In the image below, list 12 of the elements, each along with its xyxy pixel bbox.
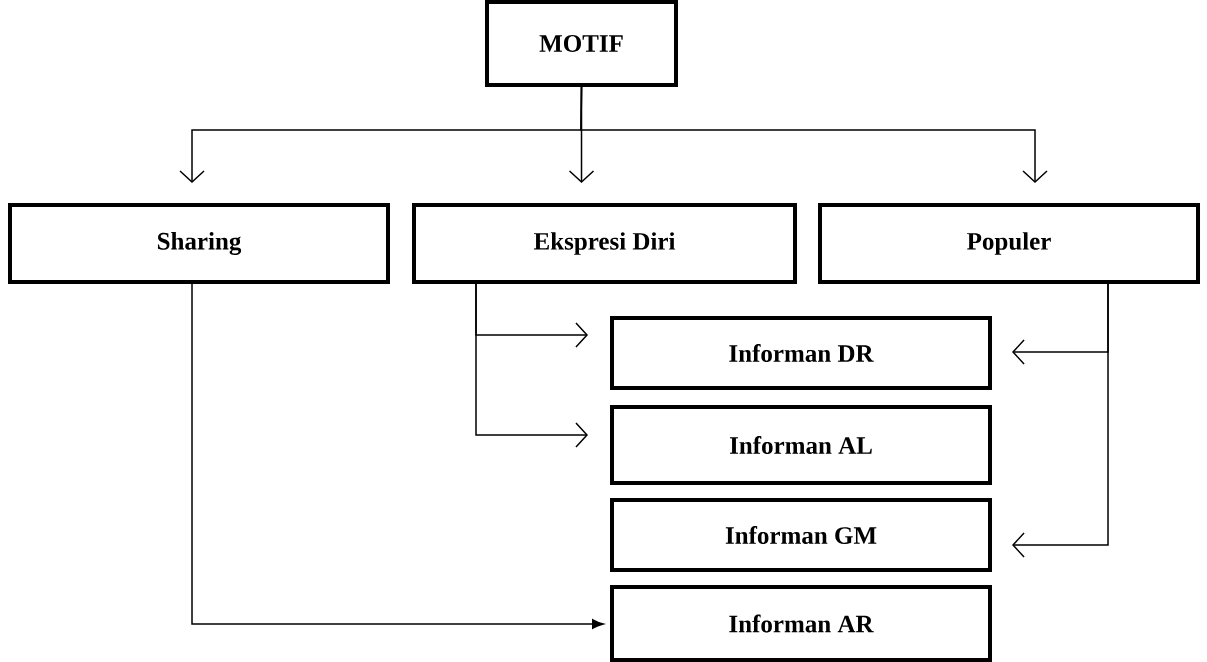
process-box: Sharing (8, 203, 390, 284)
process-box: Informan AL (610, 405, 992, 485)
process-box: Informan DR (610, 316, 992, 390)
arrow (1012, 283, 1109, 558)
process-box: Informan AR (610, 585, 992, 662)
arrow (580, 86, 1048, 183)
arrow (475, 283, 588, 448)
process-box: Populer (818, 203, 1200, 284)
process-box: MOTIF (485, 0, 678, 87)
process-box: Ekspresi Diri (412, 203, 797, 284)
arrow (191, 283, 604, 629)
process-box: Informan GM (610, 498, 992, 572)
